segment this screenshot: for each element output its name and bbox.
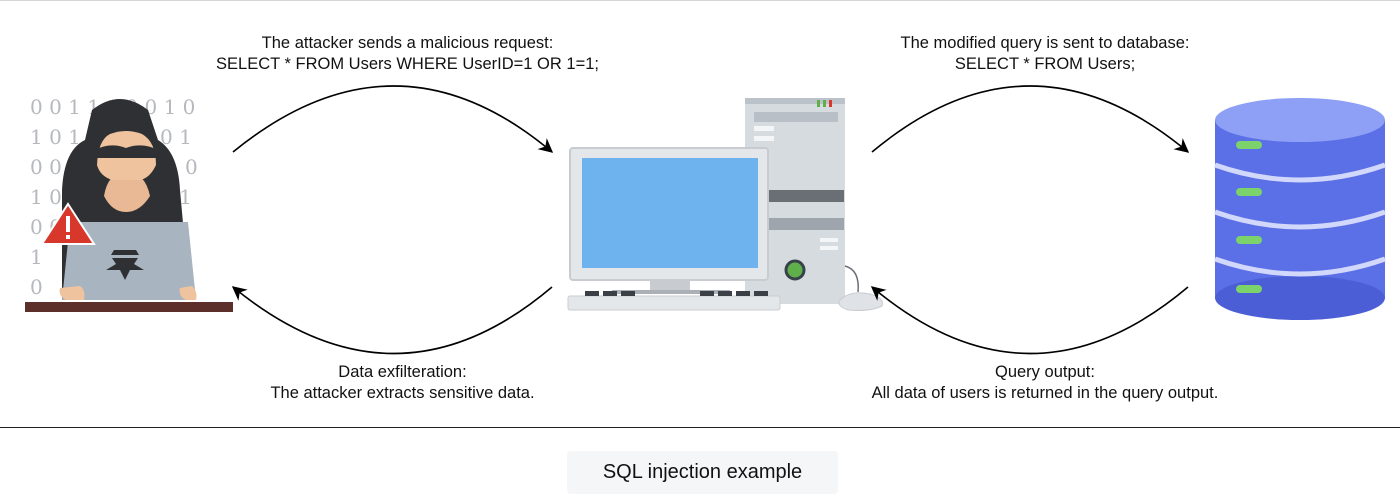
database-stack-icon <box>1214 98 1386 320</box>
hooded-hacker-icon <box>25 99 233 312</box>
query-output-title: Query output: <box>995 363 1095 381</box>
svg-text:0 1: 0 1 <box>160 125 192 149</box>
svg-text:1: 1 <box>30 245 43 269</box>
query-output-label: Query output: All data of users is retur… <box>840 362 1250 404</box>
desk <box>25 302 233 312</box>
arrow-exfiltration <box>231 286 553 355</box>
exfiltration-label: Data exfilteration: The attacker extract… <box>235 362 570 404</box>
svg-text:0: 0 <box>185 155 198 179</box>
figure-caption: SQL injection example <box>567 451 838 494</box>
diagram-frame <box>0 0 1400 428</box>
modified-query-title: The modified query is sent to database: <box>900 34 1190 52</box>
arrow-modified-query <box>871 85 1190 153</box>
attacker-request-label: The attacker sends a malicious request: … <box>200 33 615 75</box>
modified-query-text: SELECT * FROM Users; <box>954 55 1136 73</box>
attacker-request-title: The attacker sends a malicious request: <box>261 34 554 52</box>
arrow-query-output <box>870 286 1189 355</box>
attacker-request-query: SELECT * FROM Users WHERE UserID=1 OR 1=… <box>216 55 599 73</box>
svg-text:1 0 1: 1 0 1 <box>30 125 81 149</box>
spy-logo-icon <box>106 258 144 280</box>
exfiltration-title: Data exfilteration: <box>338 363 467 381</box>
modified-query-label: The modified query is sent to database: … <box>860 33 1230 75</box>
svg-text:0: 0 <box>30 275 43 299</box>
query-output-text: All data of users is returned in the que… <box>871 384 1219 402</box>
arrow-request <box>232 85 554 153</box>
diagram-canvas: 0 0 1 1 1 0 0 1 0 1 0 10 1 0 0 10 1 0 10… <box>25 85 1386 355</box>
warning-triangle-icon <box>40 202 96 245</box>
exfiltration-text: The attacker extracts sensitive data. <box>270 384 535 402</box>
desktop-computer-icon <box>567 98 883 311</box>
